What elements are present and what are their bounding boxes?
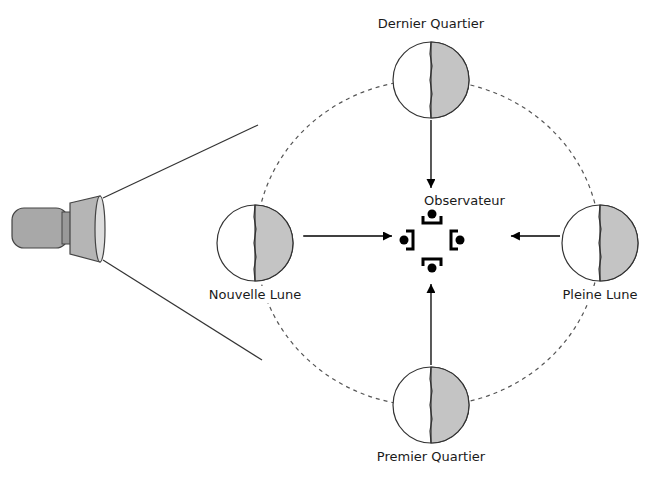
moon-phase: Premier Quartier [375,365,487,465]
terminator-line [254,205,256,281]
moon-phase: Nouvelle Lune [207,203,303,303]
terminator-line [430,42,432,118]
phase-label: Pleine Lune [561,286,640,303]
phase-label: Premier Quartier [375,448,487,465]
phase-label: Nouvelle Lune [207,286,303,303]
moon-dark-side [255,205,293,281]
sight-arrow [430,120,431,188]
lamp-body [12,208,68,248]
person-body [423,216,441,223]
observer-group: Observateur [392,188,511,284]
moon-lit-side [393,42,469,118]
phase-label: Dernier Quartier [376,15,486,32]
person-symbol [423,210,441,224]
sight-arrow [511,235,560,236]
observer-label: Observateur [422,192,507,209]
moon-dark-side [431,367,469,443]
moon-lit-side [217,205,293,281]
moon-disc [391,365,471,445]
moon-phase: Pleine Lune [560,203,640,303]
person-body [406,231,413,249]
moon-lit-side [393,367,469,443]
person-head [428,264,437,273]
sight-arrow [303,235,392,236]
terminator-line [430,367,432,443]
moon-disc [560,203,640,283]
terminator-line [599,205,601,281]
person-body [423,259,441,266]
lamp-lens [95,196,105,262]
moon-lit-side [562,205,638,281]
sight-arrow [430,284,431,365]
person-body [451,231,458,249]
person-head [400,236,409,245]
moon-phase: Dernier Quartier [376,15,486,120]
moon-disc [215,203,295,283]
moon-disc [391,40,471,120]
person-symbol [400,231,414,249]
moon-dark-side [431,42,469,118]
light-ray [103,125,258,198]
person-head [456,236,465,245]
orbit-circle [256,80,600,406]
person-symbol [451,231,465,249]
flashlight [12,196,105,262]
observer-figures [400,210,465,273]
moon-dark-side [600,205,638,281]
person-head [428,210,437,219]
person-symbol [423,259,441,273]
